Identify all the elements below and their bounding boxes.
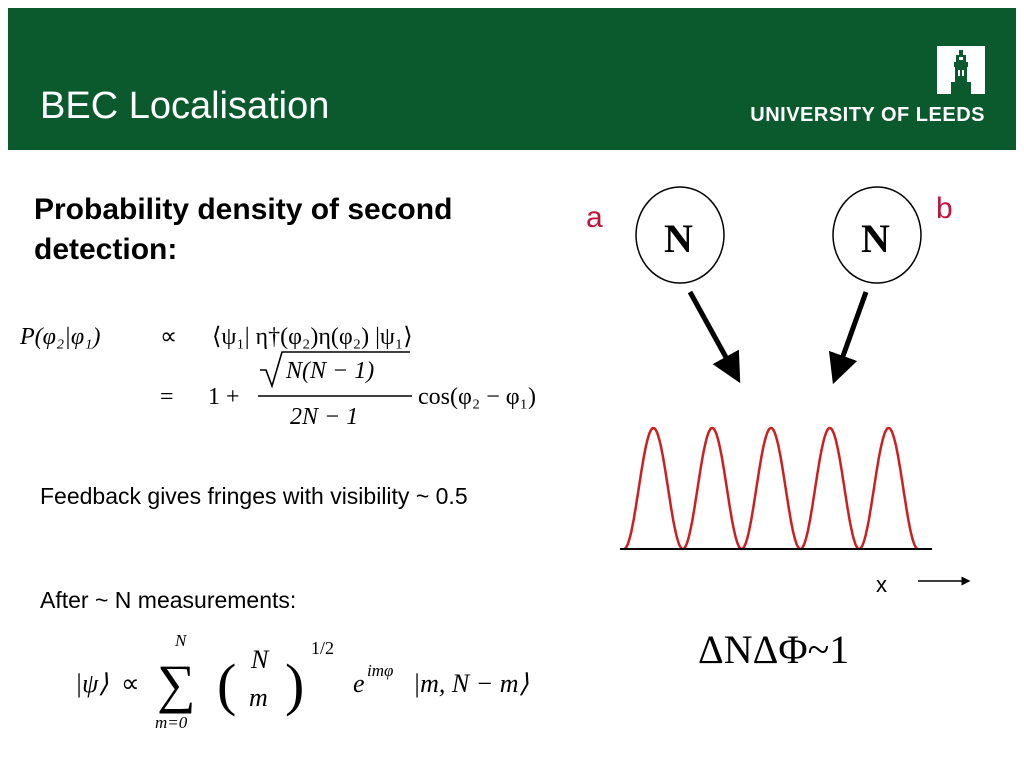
axis-label-x: x: [876, 572, 887, 597]
eq2-proportional: ∝: [121, 669, 140, 698]
state-equation: |ψ⟩ ∝ N ∑ m=0 ( N m ) 1/2 e imφ |m, N − …: [75, 631, 529, 732]
mode-a-circle: [635, 186, 725, 284]
subtitle-line-2: detection:: [34, 233, 178, 266]
eq2-ket-m: |m, N − m⟩: [413, 669, 529, 698]
uncertainty-relation: ΔNΔΦ~1: [698, 627, 850, 672]
interference-fringes: [623, 426, 919, 551]
slide-title: BEC Localisation: [40, 85, 330, 127]
label-a: a: [586, 201, 603, 234]
eq2-binom-top: N: [250, 645, 270, 674]
label-b: b: [936, 192, 953, 225]
mode-a-label: N: [664, 216, 693, 261]
feedback-text: Feedback gives fringes with visibility ~…: [40, 483, 468, 509]
eq2-exp-base: e: [353, 669, 365, 698]
right-paren-icon: ): [285, 652, 304, 717]
arrow-b-icon: [828, 291, 869, 385]
eq2-exp-power: imφ: [367, 661, 393, 680]
eq1-cos-term: cos(φ₂ − φ₁): [418, 384, 536, 410]
mode-b-circle: [832, 186, 922, 284]
eq1-numerator: N(N − 1): [285, 358, 374, 384]
university-tower-icon: [937, 46, 985, 94]
subtitle-line-1: Probability density of second: [34, 193, 453, 226]
eq1-rhs-expectation: ⟨ψ₁| η†(φ₂)η(φ₂) |ψ₁⟩: [212, 324, 413, 350]
interference-diagram: a b N N x: [586, 186, 971, 597]
eq1-denominator: 2N − 1: [290, 404, 358, 430]
eq2-power: 1/2: [311, 638, 334, 658]
after-measurements-text: After ~ N measurements:: [40, 587, 297, 613]
header-bar: BEC Localisation UNIVERSITY OF LEEDS: [8, 8, 1016, 150]
eq1-lhs: P(φ₂|φ₁): [20, 324, 100, 350]
sqrt-sign-icon: [260, 351, 410, 389]
subtitle: Probability density of second detection:: [34, 190, 534, 270]
arrow-a-icon: [687, 290, 741, 384]
eq1-equals: =: [160, 384, 174, 410]
eq2-binom-bottom: m: [249, 683, 268, 712]
eq2-ket-psi: |ψ⟩: [75, 669, 108, 698]
eq2-sum-top: N: [174, 631, 188, 650]
mode-b-label: N: [861, 216, 890, 261]
left-paren-icon: (: [217, 652, 236, 717]
probability-equation: P(φ₂|φ₁) ∝ ⟨ψ₁| η†(φ₂)η(φ₂) |ψ₁⟩ = 1 + N…: [20, 324, 536, 430]
university-logo-text: UNIVERSITY OF LEEDS: [750, 104, 985, 126]
eq1-one-plus: 1 +: [208, 384, 240, 410]
eq2-sum-bottom: m=0: [155, 713, 188, 732]
eq1-proportional: ∝: [160, 324, 177, 350]
summation-icon: ∑: [157, 654, 196, 714]
